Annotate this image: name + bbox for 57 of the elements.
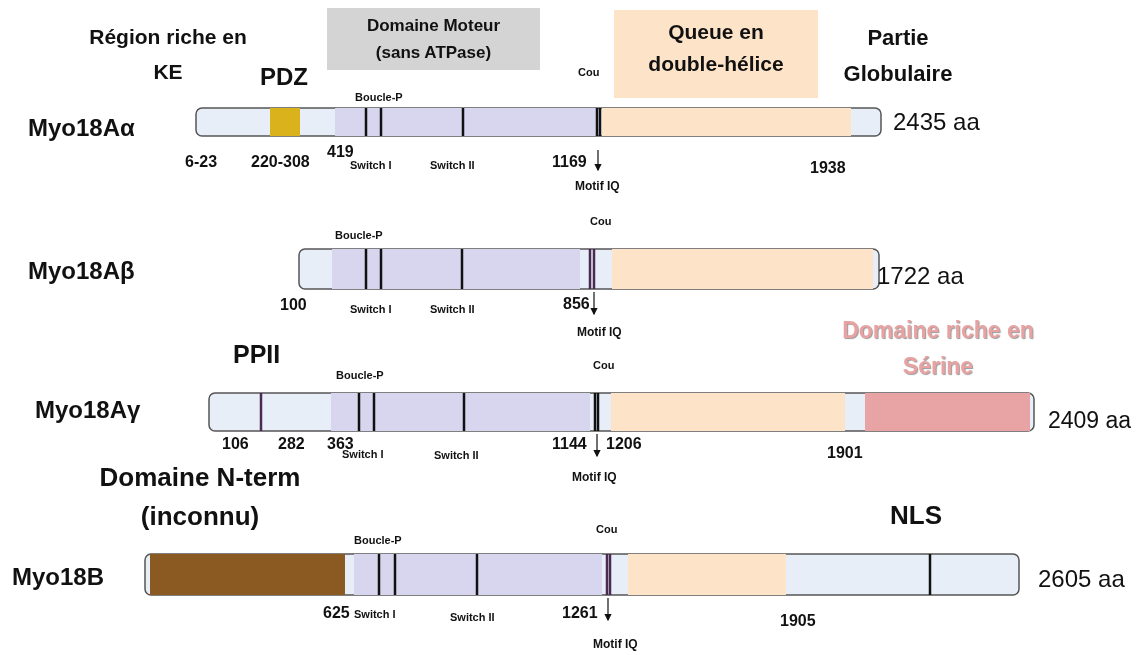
position-number: 220-308	[251, 153, 310, 171]
motif-label: Motif IQ	[577, 326, 622, 340]
domain-label: Domaine Moteur (sans ATPase)	[365, 15, 502, 64]
motif-label: Boucle-P	[355, 91, 403, 104]
protein-name: Myo18B	[12, 564, 105, 591]
domain-label: Queue en double-hélice	[647, 19, 785, 77]
motif-label: Motif IQ	[572, 471, 617, 485]
position-number: 6-23	[185, 153, 218, 171]
position-number: 1169	[552, 153, 587, 171]
protein-name: Myo18Aα	[28, 115, 135, 142]
motif-label: Boucle-P	[335, 229, 383, 242]
domain-label: NLS	[890, 501, 942, 530]
domain-header	[614, 10, 818, 98]
motif-label: Motif IQ	[593, 638, 638, 652]
motif-label: Cou	[596, 523, 618, 536]
motif-label: Switch I	[354, 608, 396, 621]
position-number: 106	[222, 435, 249, 453]
domain-label: PPII	[233, 341, 281, 369]
motif-label: Boucle-P	[336, 369, 384, 382]
motif-label: Cou	[578, 66, 600, 79]
length-label: 2435 aa	[893, 109, 980, 136]
position-number: 1144	[552, 435, 587, 453]
motif-label: Switch II	[430, 303, 475, 316]
position-number: 282	[278, 435, 305, 453]
position-number: 1938	[810, 159, 846, 177]
position-number: 625	[323, 604, 350, 622]
region-label: Région riche en KE	[88, 24, 248, 85]
position-number: 100	[280, 296, 307, 314]
length-label: 2409 aa	[1048, 408, 1132, 434]
motif-label: Switch I	[342, 448, 384, 461]
position-number: 1905	[780, 612, 816, 630]
motif-label: Switch I	[350, 159, 392, 172]
position-number: 1261	[562, 604, 598, 622]
position-number: 419	[327, 143, 354, 161]
motif-label: Switch II	[434, 449, 479, 462]
protein-name: Myo18Aγ	[35, 397, 141, 424]
motif-label: Switch I	[350, 303, 392, 316]
motif-label: Motif IQ	[575, 180, 620, 194]
motif-label: Cou	[590, 215, 612, 228]
length-label: 2605 aa	[1038, 566, 1125, 593]
motif-label: Switch II	[430, 159, 475, 172]
protein-name: Myo18Aβ	[28, 258, 135, 285]
protein-bar	[195, 107, 882, 137]
domain-label: Domaine riche en Sérine	[841, 316, 1035, 381]
motif-label: Boucle-P	[354, 534, 402, 547]
protein-bar	[144, 553, 1020, 596]
position-number: 856	[563, 295, 590, 313]
domain-header	[327, 8, 540, 70]
protein-bar	[298, 248, 880, 290]
motif-label: Switch II	[450, 611, 495, 624]
position-number: 1901	[827, 444, 863, 462]
domain-label: Domaine N-term (inconnu)	[98, 461, 302, 533]
region-label: Partie Globulaire	[842, 24, 954, 88]
domain-label: PDZ	[260, 64, 308, 91]
protein-bar	[208, 392, 1035, 432]
motif-label: Cou	[593, 359, 615, 372]
position-number: 1206	[606, 435, 642, 453]
